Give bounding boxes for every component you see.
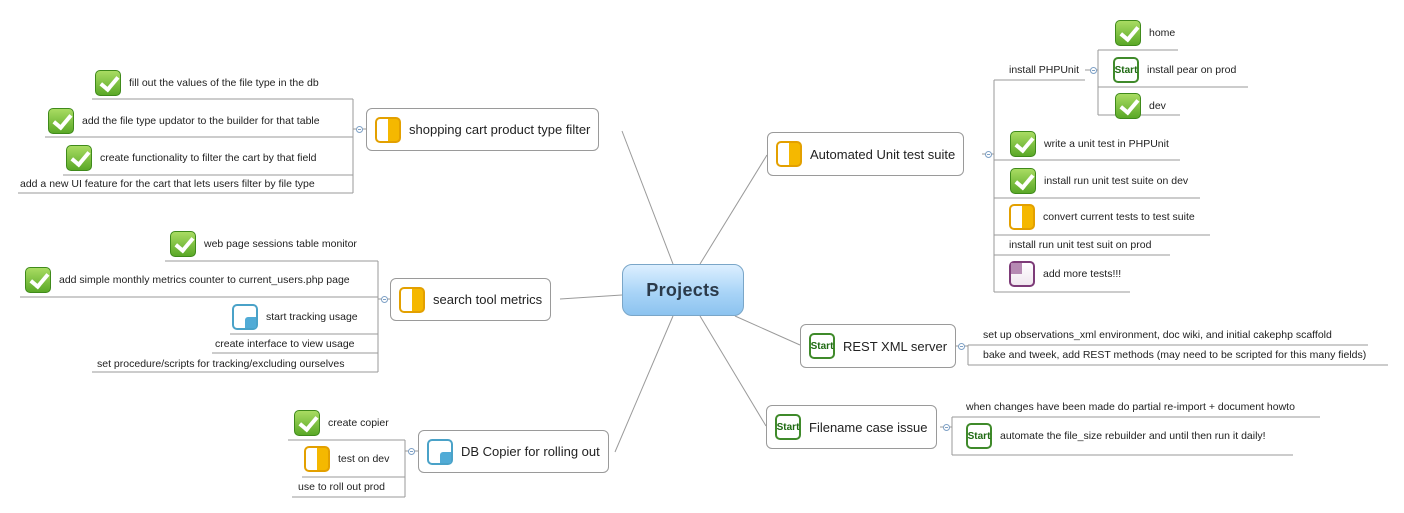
subtopic[interactable]: test on dev [304,446,389,472]
check-icon [48,108,74,134]
subtopic-label: web page sessions table monitor [204,238,357,250]
check-icon [170,231,196,257]
subtopic[interactable]: install PHPUnit [1009,64,1079,76]
topic-db-copier[interactable]: DB Copier for rolling out [418,430,609,473]
check-icon [1010,168,1036,194]
half-progress-icon [304,446,330,472]
subtopic-label: add more tests!!! [1043,268,1122,280]
subtopic-label: set procedure/scripts for tracking/exclu… [97,358,345,370]
half-progress-icon [399,286,425,313]
topic-label: REST XML server [843,338,948,354]
check-icon [294,410,320,436]
topic-rest-xml-server[interactable]: Start REST XML server [800,324,957,368]
topic-label: shopping cart product type filter [409,122,591,137]
subtopic[interactable]: start tracking usage [232,304,358,330]
collapse-icon[interactable] [943,424,950,431]
subtopic-label: install pear on prod [1147,64,1237,76]
connector-line [734,315,801,346]
subtopic[interactable]: install run unit test suite on dev [1010,168,1188,194]
subtopic-label: add a new UI feature for the cart that l… [20,178,315,190]
quarter-progress-icon [427,438,453,465]
collapse-icon[interactable] [408,448,415,455]
quarter-progress-icon [232,304,258,330]
subtopic[interactable]: set up observations_xml environment, doc… [983,329,1332,341]
subtopic[interactable]: add the file type updator to the builder… [48,108,320,134]
connector-line [699,154,768,265]
half-progress-icon [1009,204,1035,230]
subtopic-label: create functionality to filter the cart … [100,152,317,164]
start-icon: Start [775,414,801,440]
subtopic-label: home [1149,27,1176,39]
subtopic-label: bake and tweek, add REST methods (may ne… [983,349,1367,361]
three-quarter-progress-icon [1009,261,1035,287]
subtopic-label: add simple monthly metrics counter to cu… [59,274,350,286]
subtopic[interactable]: bake and tweek, add REST methods (may ne… [983,349,1366,361]
subtopic-label: dev [1149,100,1166,112]
topic-label: Automated Unit test suite [810,146,956,162]
subtopic-label: convert current tests to test suite [1043,211,1195,223]
start-icon: Start [966,423,992,449]
topic-label: Filename case issue [809,419,928,435]
subtopic[interactable]: add more tests!!! [1009,261,1121,287]
collapse-icon[interactable] [985,151,992,158]
subtopic[interactable]: web page sessions table monitor [170,231,357,257]
start-icon: Start [809,333,835,359]
subtopic-label: start tracking usage [266,311,358,323]
subtopic[interactable]: write a unit test in PHPUnit [1010,131,1169,157]
subtopic[interactable]: when changes have been made do partial r… [966,401,1295,413]
subtopic-label: install run unit test suit on prod [1009,239,1152,251]
subtopic[interactable]: convert current tests to test suite [1009,204,1195,230]
subtopic[interactable]: add a new UI feature for the cart that l… [20,178,315,190]
subtopic[interactable]: Start install pear on prod [1113,57,1236,83]
subtopic-label: use to roll out prod [298,481,385,493]
subtopic-label: install PHPUnit [1009,64,1080,76]
connector-line [699,315,767,427]
half-progress-icon [375,116,401,143]
connector-line [559,294,623,300]
collapse-icon[interactable] [356,126,363,133]
subtopic[interactable]: set procedure/scripts for tracking/exclu… [97,358,344,370]
subtopic-label: write a unit test in PHPUnit [1044,138,1169,150]
subtopic[interactable]: create functionality to filter the cart … [66,145,317,171]
subtopic[interactable]: home [1115,20,1175,46]
subtopic[interactable]: create copier [294,410,389,436]
subtopic[interactable]: install run unit test suit on prod [1009,239,1151,251]
collapse-icon[interactable] [381,296,388,303]
check-icon [1115,93,1141,119]
topic-shopping-cart[interactable]: shopping cart product type filter [366,108,600,151]
collapse-icon[interactable] [958,343,965,350]
topic-search-tool-metrics[interactable]: search tool metrics [390,278,552,321]
subtopic-label: add the file type updator to the builder… [82,115,320,127]
connector-line [614,315,674,453]
topic-label: search tool metrics [433,292,543,307]
subtopic-label: create interface to view usage [215,338,355,350]
collapse-icon[interactable] [1090,67,1097,74]
topic-unit-test-suite[interactable]: Automated Unit test suite [767,132,965,176]
check-icon [66,145,92,171]
subtopic[interactable]: add simple monthly metrics counter to cu… [25,267,350,293]
subtopic-label: fill out the values of the file type in … [129,77,319,89]
subtopic-label: test on dev [338,453,390,465]
check-icon [1010,131,1036,157]
central-topic[interactable]: Projects [622,264,744,316]
subtopic[interactable]: fill out the values of the file type in … [95,70,319,96]
central-topic-label: Projects [646,279,720,300]
subtopic[interactable]: create interface to view usage [215,338,355,350]
start-icon: Start [1113,57,1139,83]
check-icon [95,70,121,96]
check-icon [25,267,51,293]
check-icon [1115,20,1141,46]
subtopic-label: when changes have been made do partial r… [966,401,1295,413]
subtopic[interactable]: dev [1115,93,1166,119]
subtopic-label: automate the file_size rebuilder and unt… [1000,430,1266,442]
subtopic[interactable]: use to roll out prod [298,481,385,493]
subtopic-label: create copier [328,417,389,429]
topic-label: DB Copier for rolling out [461,444,600,459]
subtopic-label: install run unit test suite on dev [1044,175,1189,187]
subtopic-label: set up observations_xml environment, doc… [983,329,1332,341]
topic-filename-case-issue[interactable]: Start Filename case issue [766,405,937,449]
subtopic[interactable]: Start automate the file_size rebuilder a… [966,423,1266,449]
half-progress-icon [776,141,802,167]
connector-line [621,130,674,265]
